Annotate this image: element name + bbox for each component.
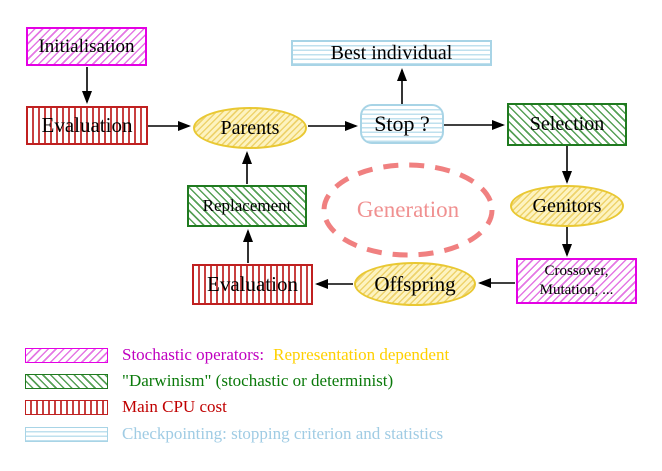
legend-label-representation: Representation dependent — [273, 345, 450, 364]
node-parents: Parents — [193, 107, 307, 149]
node-best-individual: Best individual — [291, 40, 492, 66]
node-best-individual-label: Best individual — [330, 41, 453, 64]
node-genitors: Genitors — [510, 185, 624, 227]
node-evaluation-top: Evaluation — [26, 106, 148, 145]
legend-swatch-green-diagonal-hatch — [25, 373, 108, 389]
legend-label-cpu-cost: Main CPU cost — [122, 397, 227, 416]
node-evaluation-bottom-label: Evaluation — [207, 272, 298, 296]
legend-label-stochastic: Stochastic operators: — [122, 345, 265, 364]
node-crossover-mutation: Crossover, Mutation, ... — [516, 258, 637, 304]
legend-label-darwinism: "Darwinism" (stochastic or determinist) — [122, 371, 394, 390]
node-offspring-label: Offspring — [374, 271, 456, 296]
generation-label: Generation — [356, 197, 460, 222]
node-crossover-line2: Mutation, ... — [539, 282, 614, 298]
node-crossover-line1: Crossover, — [544, 263, 609, 280]
node-evaluation-top-label: Evaluation — [41, 113, 133, 137]
node-evaluation-bottom: Evaluation — [192, 264, 313, 305]
legend-label-checkpointing: Checkpointing: stopping criterion and st… — [122, 424, 444, 443]
node-stop-label: Stop ? — [374, 111, 430, 136]
node-initialisation: Initialisation — [26, 27, 147, 66]
node-initialisation-label: Initialisation — [38, 35, 135, 57]
node-selection: Selection — [507, 103, 627, 146]
legend-swatch-red-vertical-stripes — [25, 399, 108, 415]
node-replacement-label: Replacement — [202, 196, 292, 215]
legend-swatch-magenta-diagonal-hatch — [25, 347, 108, 363]
legend-row-darwinism: "Darwinism" (stochastic or determinist) — [25, 371, 393, 391]
node-parents-label: Parents — [220, 116, 280, 139]
legend-row-stochastic: Stochastic operators: Representation dep… — [25, 345, 449, 365]
legend-swatch-cyan-horizontal-lines — [25, 426, 108, 442]
node-genitors-label: Genitors — [532, 194, 602, 217]
node-replacement: Replacement — [187, 185, 307, 227]
node-stop: Stop ? — [360, 104, 444, 144]
legend-row-checkpointing: Checkpointing: stopping criterion and st… — [25, 424, 443, 444]
node-selection-label: Selection — [529, 113, 605, 135]
legend-row-cpu-cost: Main CPU cost — [25, 397, 227, 417]
node-offspring: Offspring — [354, 262, 476, 306]
